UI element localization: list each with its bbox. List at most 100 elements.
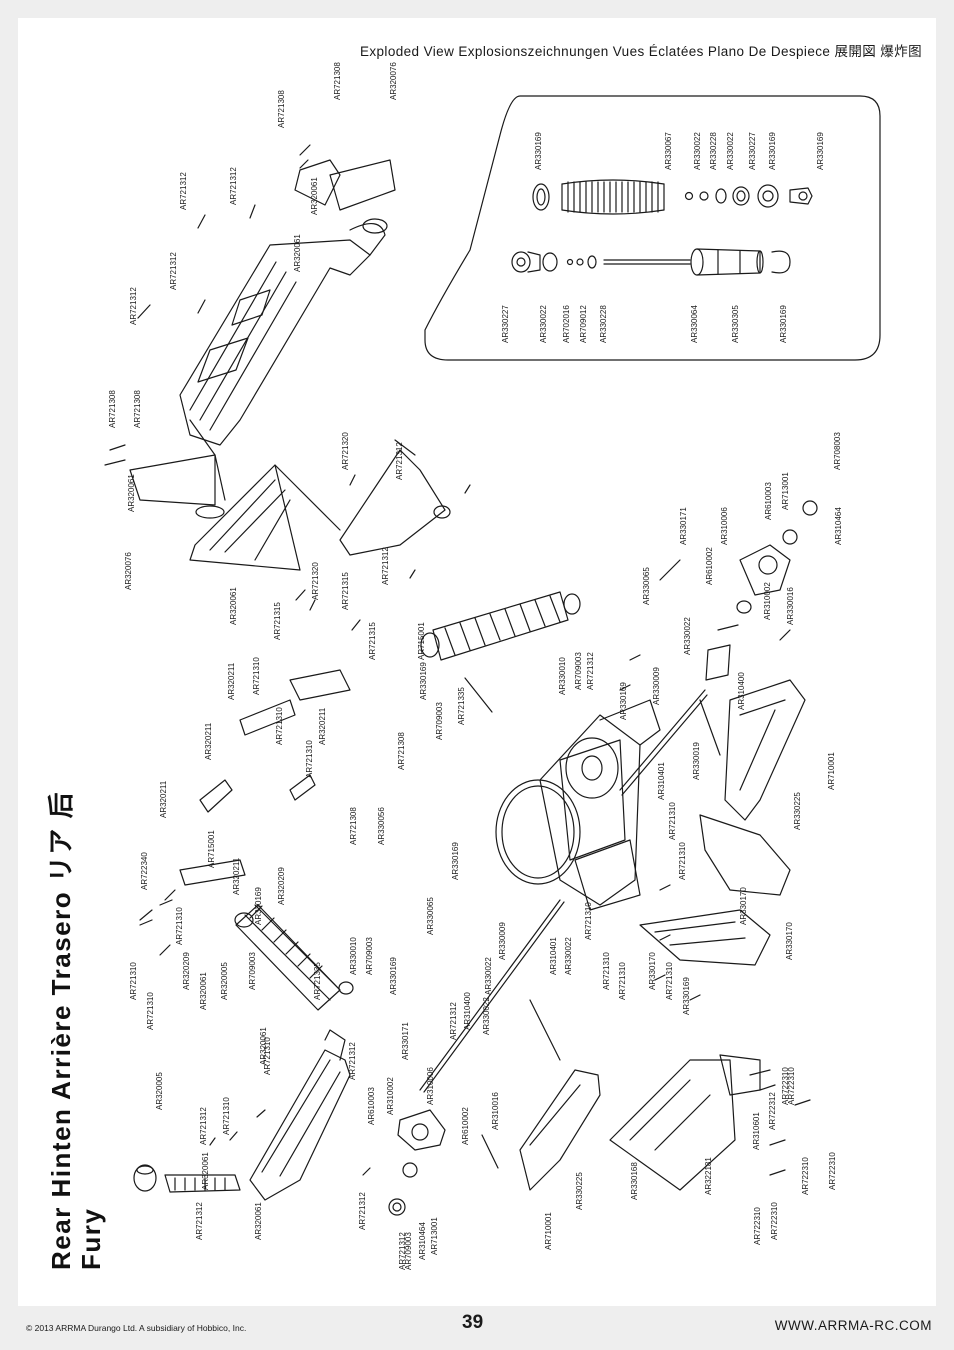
rear-bumper-assembly (104, 159, 396, 519)
part-number-label: AR721312 (358, 1192, 367, 1230)
part-number-label: AR710001 (827, 752, 836, 790)
part-number-label: AR320076 (389, 62, 398, 100)
part-number-label: AR320061 (199, 972, 208, 1010)
part-number-label: AR709003 (248, 952, 257, 990)
part-number-label: AR330169 (619, 682, 628, 720)
part-number-label: AR330228 (599, 305, 608, 343)
part-number-label: AR610002 (461, 1107, 470, 1145)
part-number-label: AR310601 (752, 1112, 761, 1150)
title-line-2: Fury (76, 1208, 106, 1270)
part-number-label: AR722310 (781, 1067, 790, 1105)
part-number-label: AR330022 (564, 937, 573, 975)
part-number-label: AR330170 (785, 922, 794, 960)
part-number-label: AR320005 (155, 1072, 164, 1110)
part-number-label: AR721315 (341, 572, 350, 610)
part-number-label: AR320061 (259, 1027, 268, 1065)
part-number-label: AR721308 (133, 390, 142, 428)
shock-spring-inset (532, 179, 813, 215)
part-number-label: AR330169 (254, 887, 263, 925)
part-number-label: AR330225 (793, 792, 802, 830)
part-number-label: AR721310 (129, 962, 138, 1000)
part-number-label: AR610002 (705, 547, 714, 585)
part-number-label: AR310016 (491, 1092, 500, 1130)
part-number-label: AR721312 (348, 1042, 357, 1080)
part-number-label: AR320211 (159, 780, 168, 818)
part-number-label: AR330016 (786, 587, 795, 625)
part-number-label: AR721312 (195, 1202, 204, 1240)
left-arm-chassis (519, 1054, 761, 1191)
part-number-label: AR320061 (127, 474, 136, 512)
part-number-label: AR721335 (457, 687, 466, 725)
right-lower-arm (639, 679, 806, 966)
part-number-label: AR721310 (618, 962, 627, 1000)
part-number-label: AR330171 (679, 507, 688, 545)
part-number-label: AR320061 (229, 587, 238, 625)
part-number-label: AR330056 (377, 807, 386, 845)
part-number-label: AR330169 (419, 662, 428, 700)
part-number-label: AR310002 (763, 582, 772, 620)
drive-shafts (419, 559, 708, 1093)
part-number-label: AR330022 (484, 957, 493, 995)
part-number-label: AR721310 (665, 962, 674, 1000)
part-number-label: AR330169 (534, 132, 543, 170)
website-url[interactable]: WWW.ARRMA-RC.COM (774, 1318, 932, 1333)
part-number-label: AR330022 (726, 132, 735, 170)
part-number-label: AR721312 (169, 252, 178, 290)
part-number-label: AR721310 (668, 802, 677, 840)
part-number-label: AR721312 (179, 172, 188, 210)
part-number-label: AR721335 (313, 962, 322, 1000)
part-number-label: AR715001 (417, 622, 426, 660)
left-hub-carrier (388, 1109, 446, 1216)
part-number-label: AR721320 (311, 562, 320, 600)
part-number-label: AR330169 (768, 132, 777, 170)
part-number-label: AR722310 (787, 1067, 796, 1105)
part-number-label: AR710001 (544, 1212, 553, 1250)
left-rear-shock (234, 904, 354, 1011)
part-number-label: AR721310 (275, 707, 284, 745)
hinge-pins (139, 669, 351, 926)
diagram-line-art (104, 95, 881, 1216)
part-number-label: AR330169 (816, 132, 825, 170)
screws (137, 144, 811, 1176)
part-number-label: AR320076 (124, 552, 133, 590)
part-number-label: AR715001 (207, 830, 216, 868)
part-number-label: AR322181 (704, 1157, 713, 1195)
part-number-label: AR320211 (318, 707, 327, 745)
shock-detail-inset-frame (424, 95, 881, 361)
part-number-label: AR721310 (252, 657, 261, 695)
part-number-label: AR721308 (108, 390, 117, 428)
part-number-label: AR722310 (828, 1152, 837, 1190)
part-number-label: AR721312 (395, 442, 404, 480)
part-number-label: AR709003 (574, 652, 583, 690)
part-number-label: AR330064 (690, 305, 699, 343)
part-number-label: AR310464 (834, 507, 843, 545)
part-number-label: AR330022 (693, 132, 702, 170)
part-number-label: AR310401 (549, 937, 558, 975)
part-number-label: AR320061 (201, 1152, 210, 1190)
part-number-label: AR330010 (349, 937, 358, 975)
part-number-label: AR721315 (273, 602, 282, 640)
part-number-label: AR610003 (764, 482, 773, 520)
body-mount-frame (189, 439, 451, 571)
part-number-label: AR721315 (368, 622, 377, 660)
part-number-label: AR709003 (404, 1232, 413, 1270)
part-number-label: AR702016 (562, 305, 571, 343)
part-number-label: AR310006 (426, 1067, 435, 1105)
part-number-label: AR320211 (204, 722, 213, 760)
part-number-label: AR721310 (222, 1097, 231, 1135)
copyright-notice: © 2013 ARRMA Durango Ltd. A subsidiary o… (26, 1323, 247, 1333)
part-number-label: AR330065 (426, 897, 435, 935)
part-number-label: AR320209 (182, 952, 191, 990)
part-number-label: AR310464 (418, 1222, 427, 1260)
part-number-label: AR310400 (463, 992, 472, 1030)
part-number-label: AR330067 (664, 132, 673, 170)
exploded-view-multilingual-heading: Exploded View Explosionszeichnungen Vues… (359, 44, 922, 59)
page-sheet (18, 18, 936, 1306)
part-number-label: AR330227 (748, 132, 757, 170)
part-number-label: AR713001 (430, 1217, 439, 1255)
part-number-label: AR708003 (833, 432, 842, 470)
part-number-label: AR320209 (277, 867, 286, 905)
shock-body-inset (511, 248, 791, 276)
part-number-label: AR330168 (630, 1162, 639, 1200)
